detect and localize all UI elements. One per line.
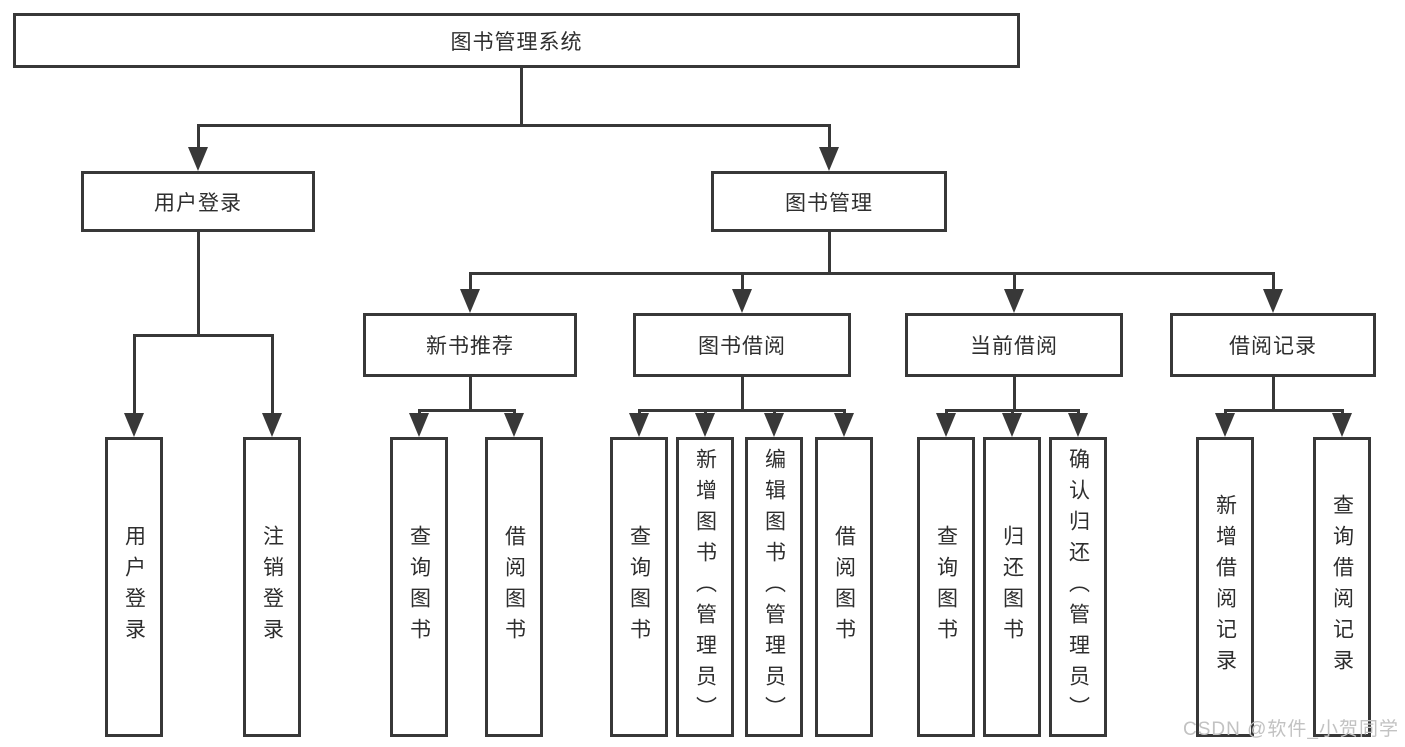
leaf-user-login: 用户登录 <box>105 437 163 737</box>
arrowhead-down-icon <box>1215 413 1235 437</box>
node-label: 当前借阅 <box>970 335 1058 358</box>
arrowhead-down-icon <box>460 289 480 313</box>
node-label: 查询图书 <box>627 525 651 649</box>
node-label: 图书管理系统 <box>450 30 583 54</box>
arrowhead-down-icon <box>695 413 715 437</box>
arrowhead-down-icon <box>409 413 429 437</box>
node-label: 编辑图书（管理员） <box>762 447 786 727</box>
connector-line <box>1224 409 1344 412</box>
connector-line <box>741 272 744 292</box>
arrowhead-down-icon <box>188 147 208 171</box>
connector-line <box>1272 377 1275 411</box>
node-user-login: 用户登录 <box>81 171 315 232</box>
node-label: 借阅记录 <box>1229 335 1317 358</box>
csdn-watermark: CSDN @软件_小贺同学 <box>1183 719 1399 740</box>
arrowhead-down-icon <box>1263 289 1283 313</box>
arrowhead-down-icon <box>1002 413 1022 437</box>
node-label: 查询图书 <box>934 525 958 649</box>
connector-line <box>1013 377 1016 411</box>
node-label: 借阅图书 <box>502 525 526 649</box>
node-label: 用户登录 <box>122 525 146 649</box>
connector-line <box>1272 272 1275 292</box>
leaf-query-books: 查询图书 <box>610 437 668 737</box>
connector-line <box>469 272 472 292</box>
node-label: 注销登录 <box>260 525 284 649</box>
connector-line <box>1013 272 1016 292</box>
node-label: 新增借阅记录 <box>1213 494 1237 680</box>
node-label: 归还图书 <box>1000 525 1024 649</box>
node-new-book-recommend: 新书推荐 <box>363 313 577 377</box>
leaf-add-borrow-record: 新增借阅记录 <box>1196 437 1254 737</box>
connector-line <box>520 68 523 125</box>
arrowhead-down-icon <box>1068 413 1088 437</box>
arrowhead-down-icon <box>504 413 524 437</box>
connector-line <box>197 124 831 127</box>
leaf-return-books: 归还图书 <box>983 437 1041 737</box>
connector-line <box>197 232 200 336</box>
leaf-query-books: 查询图书 <box>917 437 975 737</box>
leaf-logout: 注销登录 <box>243 437 301 737</box>
node-label: 查询图书 <box>407 525 431 649</box>
connector-line <box>638 409 846 412</box>
arrowhead-down-icon <box>834 413 854 437</box>
arrowhead-down-icon <box>936 413 956 437</box>
node-label: 图书管理 <box>785 191 873 215</box>
node-book-borrowing: 图书借阅 <box>633 313 851 377</box>
leaf-edit-books-admin: 编辑图书（管理员） <box>745 437 803 737</box>
arrowhead-down-icon <box>732 289 752 313</box>
node-label: 用户登录 <box>154 191 242 215</box>
leaf-confirm-return-admin: 确认归还（管理员） <box>1049 437 1107 737</box>
connector-line <box>469 377 472 411</box>
arrowhead-down-icon <box>1332 413 1352 437</box>
node-book-management: 图书管理 <box>711 171 947 232</box>
node-label: 查询借阅记录 <box>1330 494 1354 680</box>
leaf-borrow-books: 借阅图书 <box>815 437 873 737</box>
arrowhead-down-icon <box>262 413 282 437</box>
node-label: 借阅图书 <box>832 525 856 649</box>
arrowhead-down-icon <box>1004 289 1024 313</box>
connector-line <box>469 272 1275 275</box>
connector-line <box>133 334 136 416</box>
node-label: 图书借阅 <box>698 335 786 358</box>
connector-line <box>741 377 744 411</box>
node-label: 新书推荐 <box>426 335 514 358</box>
arrowhead-down-icon <box>764 413 784 437</box>
node-current-borrowing: 当前借阅 <box>905 313 1123 377</box>
leaf-add-books-admin: 新增图书（管理员） <box>676 437 734 737</box>
connector-line <box>828 232 831 274</box>
leaf-borrow-books: 借阅图书 <box>485 437 543 737</box>
node-root: 图书管理系统 <box>13 13 1020 68</box>
arrowhead-down-icon <box>124 413 144 437</box>
connector-line <box>197 124 200 150</box>
node-label: 新增图书（管理员） <box>693 447 717 727</box>
connector-line <box>271 334 274 416</box>
node-label: 确认归还（管理员） <box>1066 447 1090 727</box>
connector-line <box>828 124 831 150</box>
node-borrowing-records: 借阅记录 <box>1170 313 1376 377</box>
connector-line <box>418 409 516 412</box>
arrowhead-down-icon <box>819 147 839 171</box>
leaf-query-borrow-record: 查询借阅记录 <box>1313 437 1371 737</box>
leaf-query-books: 查询图书 <box>390 437 448 737</box>
arrowhead-down-icon <box>629 413 649 437</box>
connector-line <box>133 334 274 337</box>
